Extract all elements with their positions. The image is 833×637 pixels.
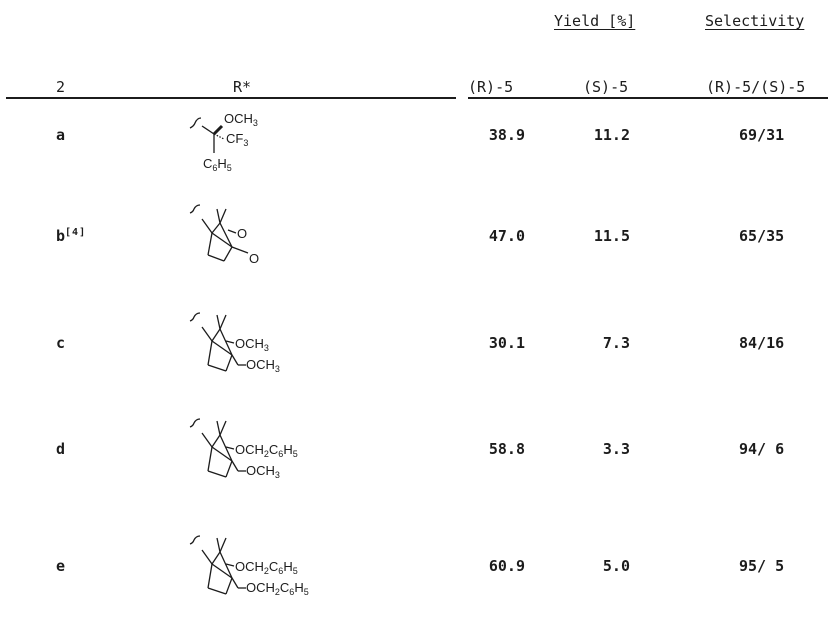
yield-group-header: Yield [%]: [554, 12, 636, 30]
substituent-label: OCH2C6H5: [235, 559, 298, 576]
substituent-label: OCH3: [246, 463, 280, 480]
yield-r: 60.9: [488, 557, 525, 575]
substituent-label: OCH2C6H5: [246, 580, 309, 597]
column-header-compound: 2: [56, 78, 66, 96]
yield-s: 7.3: [602, 334, 630, 352]
selectivity: 84/16: [739, 334, 785, 352]
substituent-label: OCH3: [235, 336, 269, 353]
selectivity: 65/35: [739, 227, 785, 245]
yield-r: 47.0: [488, 227, 525, 245]
yield-s: 11.5: [593, 227, 630, 245]
structure-e: OCH2C6H5 OCH2C6H5: [189, 535, 309, 597]
column-header-ratio: (R)-5/(S)-5: [706, 78, 806, 96]
substituent-label: OCH2C6H5: [235, 442, 298, 459]
column-header-r-star: R*: [233, 78, 252, 96]
substituent-label: OCH3: [224, 111, 258, 128]
compound-id: c: [56, 334, 66, 352]
compound-id: b[4]: [56, 227, 86, 245]
yield-s: 5.0: [602, 557, 630, 575]
compound-id: d: [56, 440, 66, 458]
substituent-label: CF3: [226, 131, 248, 148]
column-header-s5: (S)-5: [583, 78, 629, 96]
substituent-label: C6H5: [203, 156, 232, 173]
compound-id: a: [56, 126, 66, 144]
reference-marker: [4]: [65, 227, 87, 238]
structure-c: OCH3 OCH3: [189, 312, 280, 374]
selectivity: 69/31: [739, 126, 785, 144]
yield-r: 30.1: [488, 334, 525, 352]
yield-r: 58.8: [488, 440, 525, 458]
yield-s: 3.3: [602, 440, 630, 458]
yield-r: 38.9: [488, 126, 525, 144]
substituent-label: O: [249, 251, 259, 266]
selectivity-group-header: Selectivity: [705, 12, 805, 30]
substituent-label: OCH3: [246, 357, 280, 374]
yield-s: 11.2: [593, 126, 630, 144]
header-rule-left: [6, 97, 456, 99]
compound-id-letter: b: [56, 227, 66, 245]
structure-d: OCH2C6H5 OCH3: [189, 418, 298, 480]
compound-id: e: [56, 557, 66, 575]
structure-a: OCH3 CF3 C6H5: [189, 111, 258, 173]
selectivity: 95/ 5: [739, 557, 785, 575]
header-rule-right: [468, 97, 828, 99]
column-header-r5: (R)-5: [468, 78, 514, 96]
substituent-label: O: [237, 226, 247, 241]
selectivity: 94/ 6: [739, 440, 785, 458]
structure-b: O O: [189, 204, 259, 266]
